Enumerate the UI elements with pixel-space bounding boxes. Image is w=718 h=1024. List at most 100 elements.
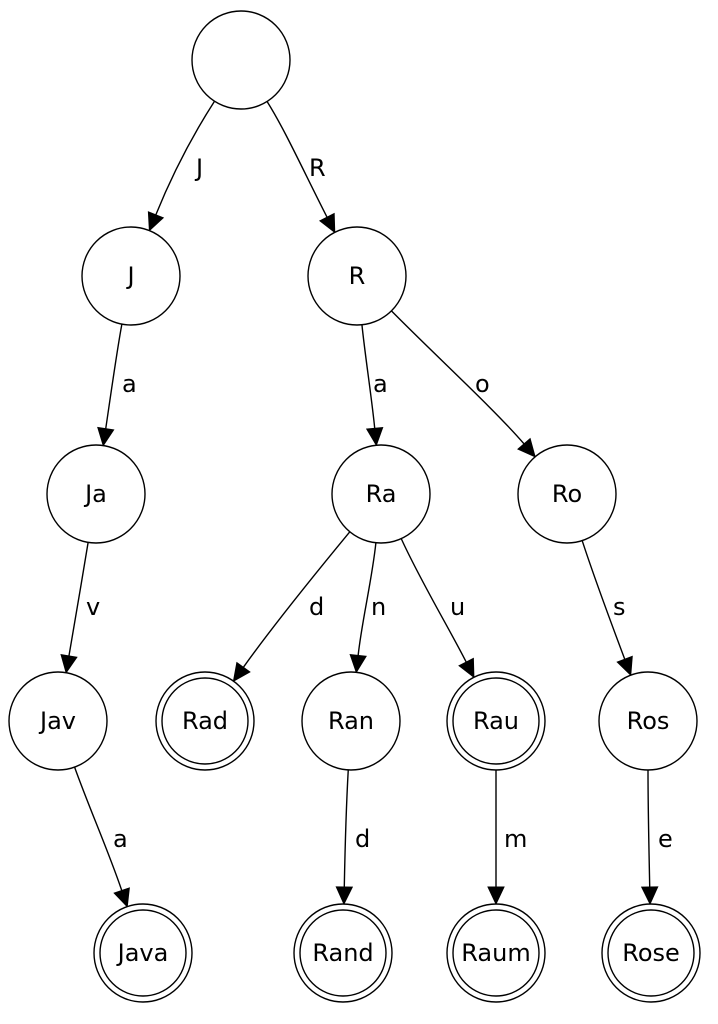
node-rand: Rand [293, 903, 393, 1003]
node-jav: Jav [8, 671, 108, 771]
edge-line [266, 101, 328, 218]
edge-label: e [658, 825, 673, 853]
edge-J-to-Ja: a [97, 324, 137, 447]
edge-Ros-to-Rose: e [640, 769, 673, 906]
edge-label: d [355, 825, 370, 853]
node-r: R [307, 226, 407, 326]
edge-root-to-R: R [266, 101, 336, 234]
node-j: J [81, 226, 181, 326]
arrow-head [517, 437, 536, 458]
accepting-inner-circle [299, 909, 387, 997]
arrow-head [640, 886, 659, 906]
node-rau: Rau [446, 671, 546, 771]
node-label: Jav [38, 707, 76, 735]
edge-line [242, 531, 351, 668]
edge-line [361, 324, 376, 429]
node-circle [301, 671, 401, 771]
edge-Rau-to-Raum: m [487, 770, 527, 906]
arrow-head [349, 653, 367, 674]
node-label: Rose [622, 939, 680, 967]
node-rose: Rose [601, 903, 701, 1003]
edge-label: v [86, 593, 100, 621]
arrow-head [232, 661, 251, 683]
node-ro: Ro [517, 444, 617, 544]
edge-label: u [450, 593, 465, 621]
node-circle [598, 671, 698, 771]
node-java: Java [93, 903, 193, 1003]
edge-line [357, 542, 377, 656]
edge-Ra-to-Rad: d [232, 531, 351, 683]
arrow-head [458, 657, 475, 679]
node-raum: Raum [446, 903, 546, 1003]
node-circle [46, 444, 146, 544]
arrow-head [365, 426, 384, 447]
edge-line [155, 100, 216, 216]
node-circle [307, 226, 407, 326]
edge-label: m [504, 825, 527, 853]
edge-Ja-to-Jav: v [60, 542, 100, 674]
node-label: Java [116, 939, 169, 967]
edge-label: J [194, 154, 203, 182]
edge-R-to-Ro: o [390, 310, 536, 458]
edge-line [647, 769, 651, 888]
edge-R-to-Ra: a [361, 324, 388, 447]
node-label: Ja [83, 480, 107, 508]
accepting-inner-circle [99, 909, 187, 997]
accepting-inner-circle [452, 909, 540, 997]
edge-line [73, 766, 123, 891]
edges-layer: J Ra a o v d n u s a d m e [60, 100, 673, 908]
node-circle [8, 671, 108, 771]
node-root [191, 10, 291, 110]
node-rad: Rad [155, 671, 255, 771]
arrow-head [616, 655, 633, 677]
arrow-head [97, 426, 115, 447]
edge-Ran-to-Rand: d [335, 769, 370, 906]
node-ran: Ran [301, 671, 401, 771]
edge-line [400, 538, 467, 663]
edge-Ra-to-Rau: u [400, 538, 475, 679]
edge-Jav-to-Java: a [73, 766, 130, 908]
arrow-head [147, 211, 165, 232]
edge-label: d [309, 593, 324, 621]
edge-line [581, 540, 626, 660]
edge-line [68, 542, 89, 657]
arrow-head [318, 212, 336, 234]
node-ja: Ja [46, 444, 146, 544]
edge-label: s [613, 593, 626, 621]
accepting-inner-circle [607, 909, 695, 997]
node-circle [517, 444, 617, 544]
arrow-head [335, 886, 354, 906]
accepting-inner-circle [452, 677, 540, 765]
edge-label: R [309, 154, 326, 182]
node-label: J [125, 262, 134, 290]
edge-root-to-J: J [147, 100, 216, 232]
edge-label: a [113, 825, 128, 853]
edge-line [390, 310, 525, 445]
node-circle [81, 226, 181, 326]
node-ra: Ra [331, 444, 431, 544]
edge-label: a [122, 370, 137, 398]
node-label: Ra [366, 480, 397, 508]
node-circle [191, 10, 291, 110]
edge-label: a [373, 370, 388, 398]
node-label: Ran [328, 707, 374, 735]
node-label: Raum [461, 939, 530, 967]
accepting-inner-circle [161, 677, 249, 765]
node-label: Rand [312, 939, 373, 967]
edge-label: n [371, 593, 386, 621]
edge-line [343, 769, 349, 888]
arrow-head [113, 887, 130, 908]
node-ros: Ros [598, 671, 698, 771]
node-circle [331, 444, 431, 544]
edge-Ra-to-Ran: n [349, 542, 386, 674]
edge-label: o [475, 370, 490, 398]
arrow-head [60, 653, 78, 674]
node-label: R [349, 262, 366, 290]
node-label: Ro [552, 480, 582, 508]
edge-Ro-to-Ros: s [581, 540, 633, 677]
node-label: Ros [627, 707, 670, 735]
node-label: Rad [182, 707, 228, 735]
edge-line [105, 324, 123, 429]
